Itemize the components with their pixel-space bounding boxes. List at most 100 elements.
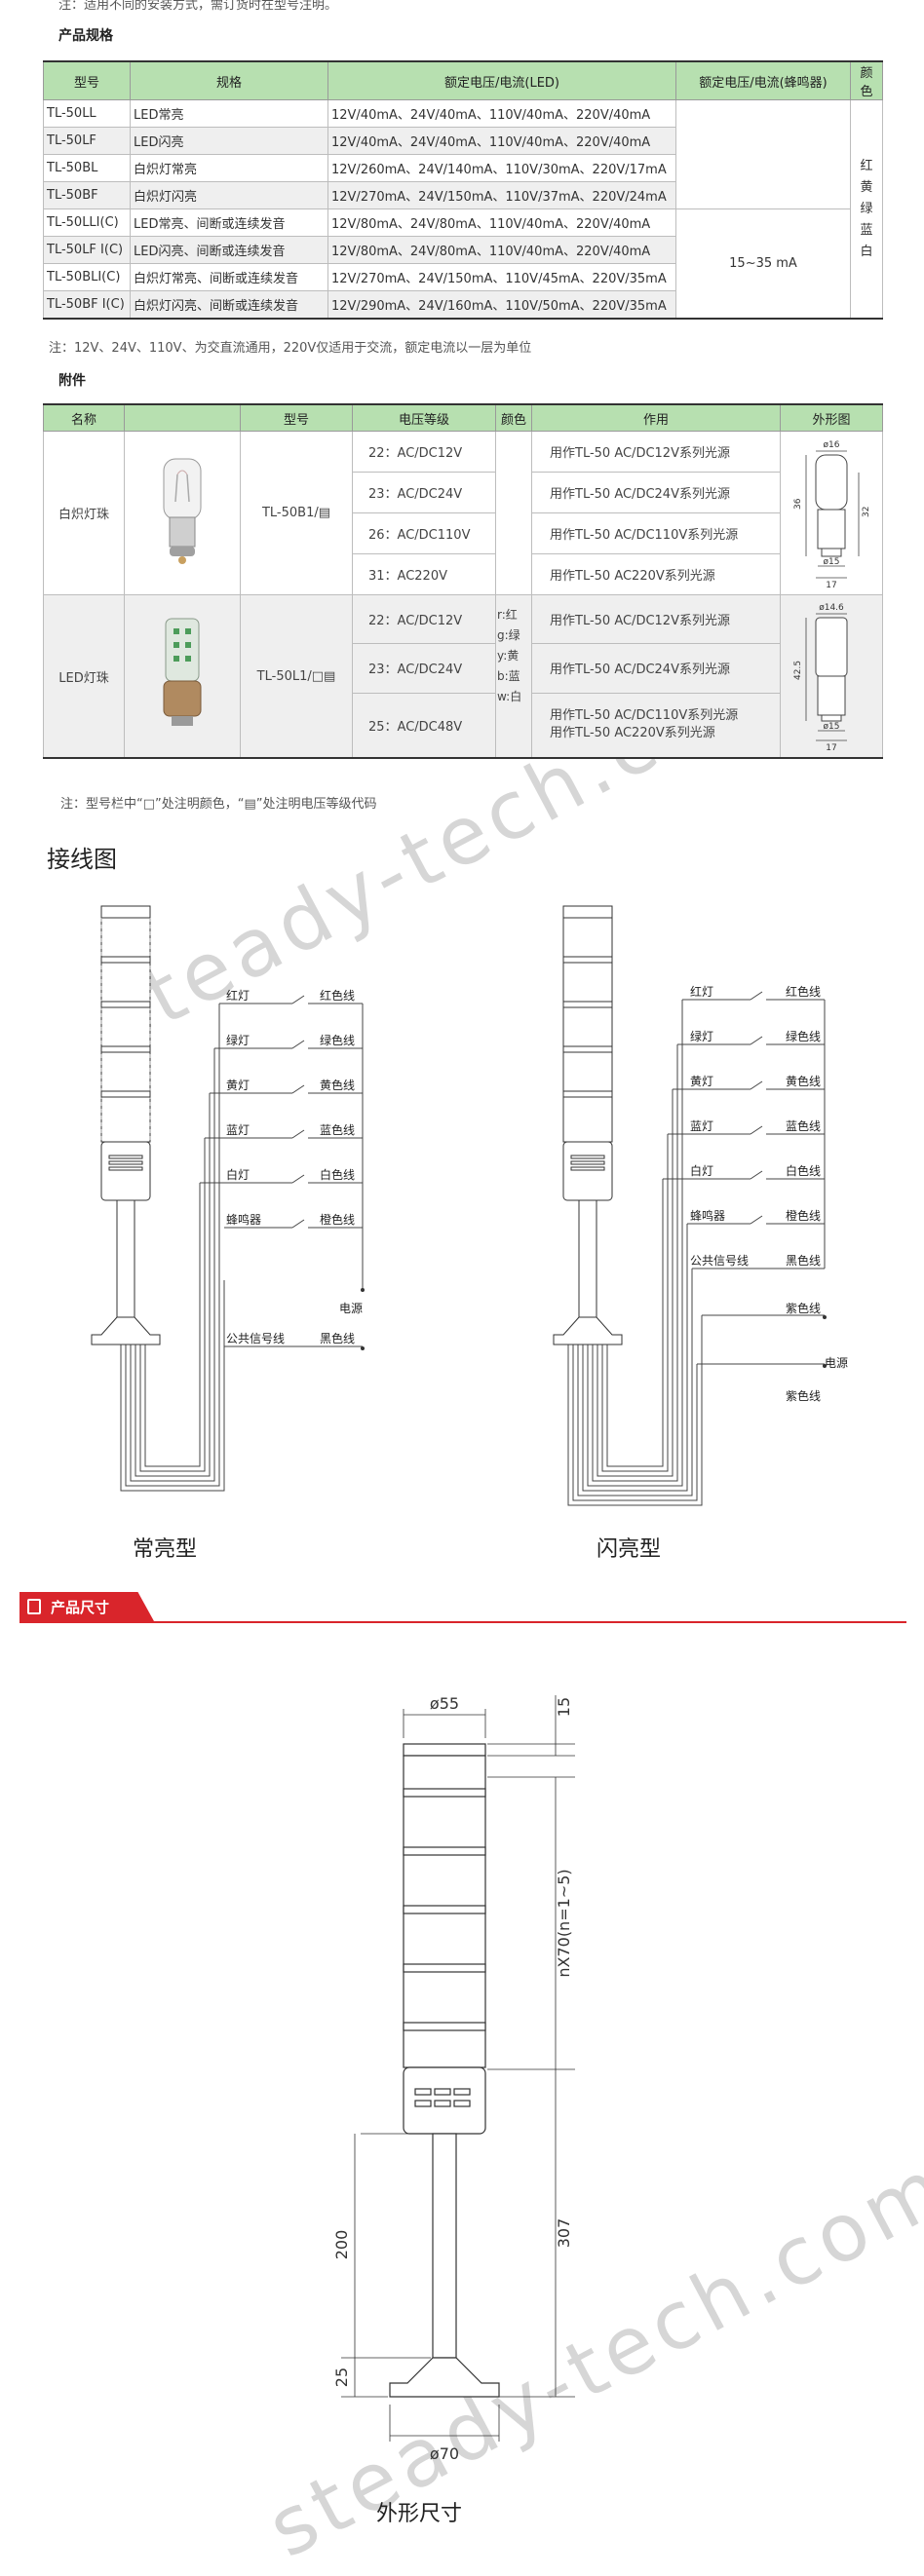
spec-header: 额定电压/电流(LED) — [327, 60, 676, 100]
flash-wire-right: 白色线 — [786, 1164, 822, 1178]
flash-wire-left: 黄灯 — [690, 1075, 714, 1088]
steady-wire-left: 蜂鸣器 — [226, 1213, 262, 1227]
wiring-flash — [567, 991, 826, 1506]
spec-type: 白炽灯常亮、间断或连续发音 — [130, 263, 328, 291]
flash-wire-left: 绿灯 — [690, 1030, 714, 1043]
incandescent-bulb-icon — [163, 458, 202, 564]
banner-label: 产品尺寸 — [51, 1599, 110, 1616]
buzzer-rating: 15~35 mA — [675, 208, 851, 320]
acc-voltage: 22：AC/DC12V — [352, 593, 496, 645]
steady-wire-right: 黄色线 — [320, 1079, 356, 1092]
acc-name: 白炽灯珠 — [43, 431, 125, 595]
bulb-image — [124, 431, 241, 595]
dim-label: ø15 — [824, 722, 840, 732]
dim-label: 42.5 — [793, 661, 803, 680]
acc-voltage: 26：AC/DC110V — [352, 512, 496, 554]
led-colors: r:红 g:绿 y:黄 b:蓝 w:白 — [495, 594, 532, 759]
acc-header: 外形图 — [780, 403, 883, 432]
dimensions-banner: 产品尺寸 — [19, 1592, 906, 1623]
spec-model: TL-50LF — [43, 127, 131, 155]
acc-voltage: 22：AC/DC12V — [352, 431, 496, 473]
document-icon — [27, 1599, 41, 1614]
spec-rating: 12V/270mA、24V/150mA、110V/37mA、220V/24mA — [327, 181, 676, 209]
acc-use: 用作TL-50 AC/DC12V系列光源 — [531, 593, 781, 645]
flash-common-left: 公共信号线 — [690, 1254, 750, 1268]
led-color-code: r:红 — [497, 608, 518, 622]
led-color-code: y:黄 — [497, 649, 520, 663]
spec-type: LED常亮 — [130, 99, 328, 128]
flash-wire-left: 蓝灯 — [690, 1119, 714, 1133]
steady-common-right: 黑色线 — [320, 1332, 356, 1345]
acc-use: 用作TL-50 AC220V系列光源 — [531, 553, 781, 595]
banner-tab: 产品尺寸 — [19, 1592, 154, 1621]
acc-use: 用作TL-50 AC/DC24V系列光源 — [531, 472, 781, 513]
spec-type: 白炽灯闪亮 — [130, 181, 328, 209]
steady-wire-right: 橙色线 — [320, 1213, 356, 1227]
accessories-title: 附件 — [58, 373, 86, 389]
bulb-dimension-drawing: ø16 36 32 ø15 17 — [780, 431, 883, 595]
dim-label: 36 — [793, 498, 803, 510]
spec-type: LED闪亮 — [130, 127, 328, 155]
wiring-diagrams — [91, 905, 827, 1506]
acc-header: 作用 — [531, 403, 781, 432]
spec-model: TL-50LLI(C) — [43, 208, 131, 237]
color-green: 绿 — [860, 201, 873, 216]
steady-wire-right: 白色线 — [320, 1168, 356, 1182]
dim-label: 32 — [862, 506, 871, 516]
steady-common-left: 公共信号线 — [226, 1332, 286, 1345]
spec-model: TL-50LF I(C) — [43, 236, 131, 264]
led-color-code: b:蓝 — [497, 669, 520, 683]
dim-label: ø15 — [824, 557, 840, 567]
color-blue: 蓝 — [860, 222, 873, 238]
dim-label: ø16 — [824, 440, 840, 450]
acc-use: 用作TL-50 AC/DC110V系列光源 用作TL-50 AC220V系列光源 — [531, 692, 781, 759]
spec-type: LED闪亮、间断或连续发音 — [130, 236, 328, 264]
steady-wire-left: 绿灯 — [226, 1034, 250, 1047]
spec-rating: 12V/290mA、24V/160mA、110V/50mA、220V/35mA — [327, 290, 676, 320]
steady-wire-left: 红灯 — [226, 989, 250, 1003]
acc-use: 用作TL-50 AC/DC24V系列光源 — [531, 643, 781, 694]
flash-wire-left: 白灯 — [690, 1164, 714, 1178]
led-color-code: w:白 — [497, 690, 522, 703]
spec-header: 规格 — [130, 60, 328, 100]
acc-voltage: 31：AC220V — [352, 553, 496, 595]
acc-use: 用作TL-50 AC/DC12V系列光源 — [531, 431, 781, 473]
wiring-title: 接线图 — [47, 846, 117, 873]
acc-use-line: 用作TL-50 AC/DC110V系列光源 — [550, 708, 739, 724]
acc-name: LED灯珠 — [43, 594, 125, 759]
steady-power-dot — [361, 1288, 365, 1350]
accessories-note: 注：型号栏中“□”处注明颜色，“▤”处注明电压等级代码 — [60, 797, 377, 812]
flash-wire-right: 红色线 — [786, 985, 822, 999]
color-red: 红 — [860, 158, 873, 173]
flash-common-right: 黑色线 — [786, 1254, 822, 1268]
spec-header: 额定电压/电流(蜂鸣器) — [675, 60, 851, 100]
steady-wire-right: 红色线 — [320, 989, 356, 1003]
dim-label: ø14.6 — [819, 603, 844, 613]
dim-base-diameter: ø70 — [430, 2444, 459, 2463]
led-image — [124, 594, 241, 759]
spec-rating: 12V/80mA、24V/80mA、110V/40mA、220V/40mA — [327, 236, 676, 264]
flash-purple-2: 紫色线 — [786, 1389, 822, 1403]
dim-base-height: 25 — [332, 2368, 351, 2387]
color-white: 白 — [860, 244, 873, 259]
spec-model: TL-50BF — [43, 181, 131, 209]
led-color-code: g:绿 — [497, 628, 520, 642]
acc-voltage: 25：AC/DC48V — [352, 692, 496, 759]
spec-model: TL-50BL — [43, 154, 131, 182]
dimension-drawing: ø55 15 nX70(n=1~5) 307 200 25 ø70 — [332, 1694, 575, 2463]
tower-steady — [91, 905, 161, 1345]
accessories-table: 名称 型号 电压等级 颜色 作用 外形图 白炽灯珠 TL-50B1/▤ — [43, 403, 883, 759]
spec-model: TL-50BLI(C) — [43, 263, 131, 291]
spec-rating: 12V/260mA、24V/140mA、110V/30mA、220V/17mA — [327, 154, 676, 182]
flash-wire-left: 红灯 — [690, 985, 714, 999]
dimensions-caption: 外形尺寸 — [376, 2502, 463, 2526]
steady-wire-right: 绿色线 — [320, 1034, 356, 1047]
steady-caption: 常亮型 — [133, 1537, 198, 1562]
dim-label: 17 — [826, 743, 836, 752]
dim-label: 17 — [826, 581, 836, 589]
dim-cap: 15 — [555, 1697, 573, 1717]
acc-header: 电压等级 — [352, 403, 496, 432]
spec-table: 型号 规格 额定电压/电流(LED) 额定电压/电流(蜂鸣器) 颜色 TL-50… — [43, 60, 883, 320]
acc-header — [124, 403, 241, 432]
flash-purple-1: 紫色线 — [786, 1302, 822, 1315]
